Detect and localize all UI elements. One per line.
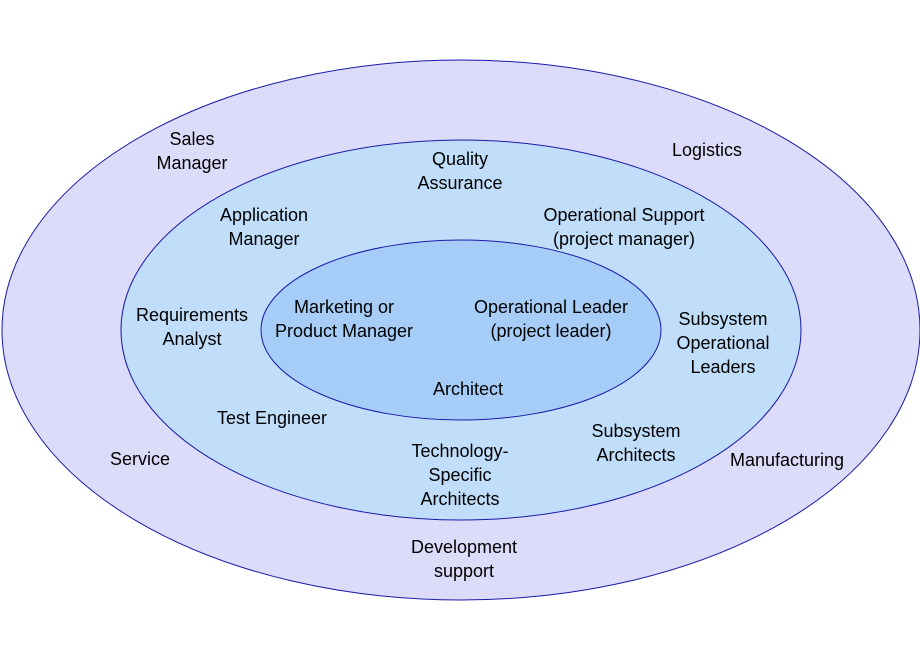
- label-subsystem-architects: Subsystem Architects: [591, 421, 681, 465]
- label-test-engineer: Test Engineer: [216, 408, 328, 428]
- label-service: Service: [109, 449, 171, 469]
- label-development-support: Development support: [410, 537, 518, 581]
- label-manufacturing: Manufacturing: [729, 450, 845, 470]
- label-requirements-analyst: Requirements Analyst: [135, 305, 249, 349]
- inner-ring-ellipse: [260, 239, 662, 421]
- label-sales-manager: Sales Manager: [156, 129, 228, 173]
- label-marketing-product-manager: Marketing or Product Manager: [274, 297, 414, 341]
- label-operational-support: Operational Support (project manager): [543, 205, 705, 249]
- label-architect: Architect: [432, 379, 504, 399]
- label-application-manager: Application Manager: [219, 205, 309, 249]
- label-operational-leader: Operational Leader (project leader): [473, 297, 629, 341]
- label-technology-specific-architects: Technology- Specific Architects: [411, 441, 509, 509]
- label-subsystem-operational-leaders: Subsystem Operational Leaders: [676, 309, 770, 377]
- label-quality-assurance: Quality Assurance: [417, 149, 503, 193]
- label-logistics: Logistics: [671, 140, 743, 160]
